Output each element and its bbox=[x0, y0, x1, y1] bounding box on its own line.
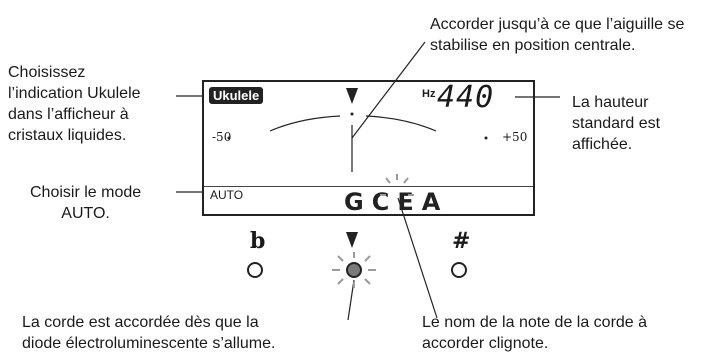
led-instruction: La corde est accordée dès que la diode é… bbox=[22, 312, 275, 354]
flat-led bbox=[247, 262, 263, 278]
pitch-instruction-line-2: standard est bbox=[572, 115, 661, 132]
ukulele-instruction-line-1: Choisissez bbox=[8, 64, 86, 81]
pitch-instruction-line-3: affichée. bbox=[572, 136, 633, 153]
needle-instruction: Accorder jusqu’à ce que l’aiguille se st… bbox=[430, 14, 684, 56]
right-scale-arc bbox=[365, 115, 437, 132]
ukulele-instruction: Choisissez l’indication Ukulele dans l’a… bbox=[8, 62, 141, 146]
note-instruction-line-1: Le nom de la note de la corde à bbox=[422, 314, 648, 331]
left-scale-arc bbox=[269, 115, 341, 132]
hz-label: Hz bbox=[422, 88, 436, 100]
needle-leader bbox=[351, 41, 426, 139]
note-a: A bbox=[421, 188, 441, 216]
led-glow-rays bbox=[332, 252, 376, 288]
led-center-pointer bbox=[346, 232, 358, 248]
auto-mode-label: AUTO bbox=[210, 188, 244, 202]
led-instruction-line-2: diode électroluminescente s’allume. bbox=[22, 335, 276, 352]
needle-instruction-line-2: stabilise en position centrale. bbox=[430, 37, 636, 54]
needle-instruction-line-1: Accorder jusqu’à ce que l’aiguille se bbox=[430, 16, 685, 33]
note-instruction: Le nom de la note de la corde à accorder… bbox=[422, 312, 647, 354]
ukulele-instruction-line-2: l’indication Ukulele bbox=[8, 85, 141, 102]
flat-symbol: b bbox=[250, 228, 266, 254]
ukulele-instruction-line-4: cristaux liquides. bbox=[8, 127, 127, 144]
note-blink-rays bbox=[380, 174, 414, 196]
pitch-instruction-line-1: La hauteur bbox=[572, 94, 649, 111]
pitch-instruction: La hauteur standard est affichée. bbox=[572, 92, 660, 155]
note-instruction-line-2: accorder clignote. bbox=[422, 335, 549, 352]
scale-min-label: -50 bbox=[212, 130, 232, 144]
note-leader bbox=[397, 197, 438, 319]
note-g: G bbox=[344, 188, 364, 216]
auto-instruction-line-2: AUTO. bbox=[61, 205, 110, 222]
auto-instruction-line-1: Choisir le mode bbox=[30, 184, 142, 201]
lcd-divider bbox=[204, 186, 533, 187]
sharp-symbol: # bbox=[452, 228, 471, 254]
center-led bbox=[346, 262, 362, 278]
ukulele-instruction-line-3: dans l’afficheur à bbox=[8, 106, 129, 123]
led-instruction-line-1: La corde est accordée dès que la bbox=[22, 314, 259, 331]
ukulele-mode-badge: Ukulele bbox=[209, 87, 264, 104]
lcd-center-pointer bbox=[346, 88, 358, 104]
scale-max-label: +50 bbox=[502, 130, 528, 144]
auto-instruction: Choisir le mode AUTO. bbox=[30, 182, 141, 224]
sharp-led bbox=[451, 262, 467, 278]
hz-value: 440 bbox=[437, 80, 495, 115]
